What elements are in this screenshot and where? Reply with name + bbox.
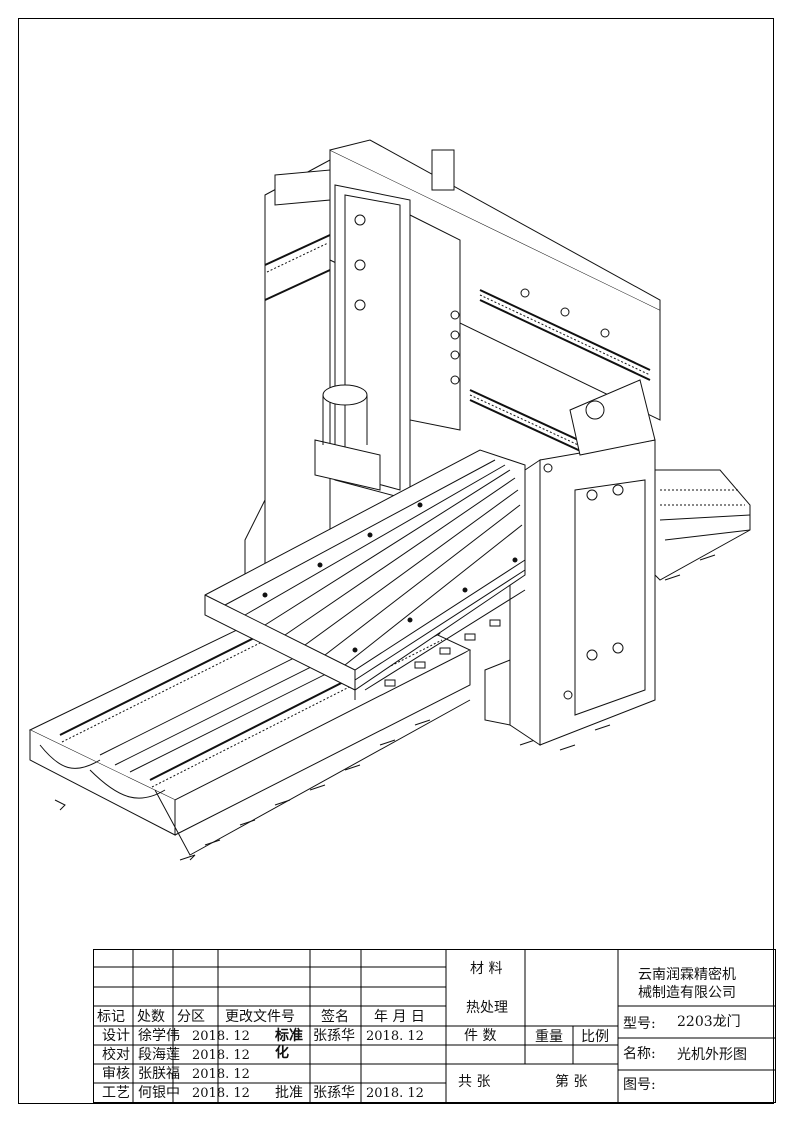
label-design: 设计 xyxy=(102,1028,130,1044)
label-sign: 签名 xyxy=(321,1009,349,1025)
label-standard-a: 标准 xyxy=(275,1028,303,1044)
label-drawing-no: 图号: xyxy=(623,1077,656,1093)
left-column xyxy=(244,159,331,591)
review-date: 2018. 12 xyxy=(192,1067,250,1082)
process-date: 2018. 12 xyxy=(192,1086,250,1101)
standard-date: 2018. 12 xyxy=(366,1029,424,1044)
worktable xyxy=(204,449,526,700)
label-name: 名称: xyxy=(623,1046,656,1062)
approve-date: 2018. 12 xyxy=(366,1086,424,1101)
designer-name: 徐学伟 xyxy=(138,1028,180,1044)
ram-slide xyxy=(274,169,461,501)
label-check: 校对 xyxy=(102,1047,130,1063)
label-pieces: 件 数 xyxy=(464,1028,497,1044)
label-standard-b: 化 xyxy=(275,1045,289,1061)
label-mark: 标记 xyxy=(97,1009,125,1025)
label-heat: 热处理 xyxy=(466,1000,508,1016)
label-review: 审核 xyxy=(102,1066,130,1082)
right-bed xyxy=(639,469,751,581)
title-block-grid xyxy=(93,949,776,1103)
label-date: 年 月 日 xyxy=(374,1009,425,1025)
label-weight: 重量 xyxy=(535,1029,563,1045)
check-date: 2018. 12 xyxy=(192,1048,250,1063)
label-count: 处数 xyxy=(137,1009,165,1025)
design-date: 2018. 12 xyxy=(192,1029,250,1044)
label-doc-no: 更改文件号 xyxy=(225,1009,295,1025)
label-sheet: 第 张 xyxy=(555,1074,588,1090)
label-model: 型号: xyxy=(623,1016,656,1032)
label-total: 共 张 xyxy=(458,1074,491,1090)
company-line-2: 械制造有限公司 xyxy=(638,985,736,1001)
model-value: 2203龙门 xyxy=(677,1014,741,1030)
company-line-1: 云南润霖精密机 xyxy=(638,967,736,983)
label-approve: 批准 xyxy=(275,1085,303,1101)
label-scale: 比例 xyxy=(581,1029,609,1045)
name-value: 光机外形图 xyxy=(677,1047,747,1063)
checker-name: 段海莲 xyxy=(138,1047,180,1063)
processor-name: 何银中 xyxy=(138,1085,180,1101)
label-material: 材 料 xyxy=(470,961,503,977)
label-process: 工艺 xyxy=(102,1085,130,1101)
label-zone: 分区 xyxy=(177,1009,205,1025)
standardizer-name: 张孫华 xyxy=(313,1028,355,1044)
approver-name: 张孫华 xyxy=(313,1085,355,1101)
sheet-border xyxy=(18,18,774,1104)
reviewer-name: 张朕福 xyxy=(138,1066,180,1082)
